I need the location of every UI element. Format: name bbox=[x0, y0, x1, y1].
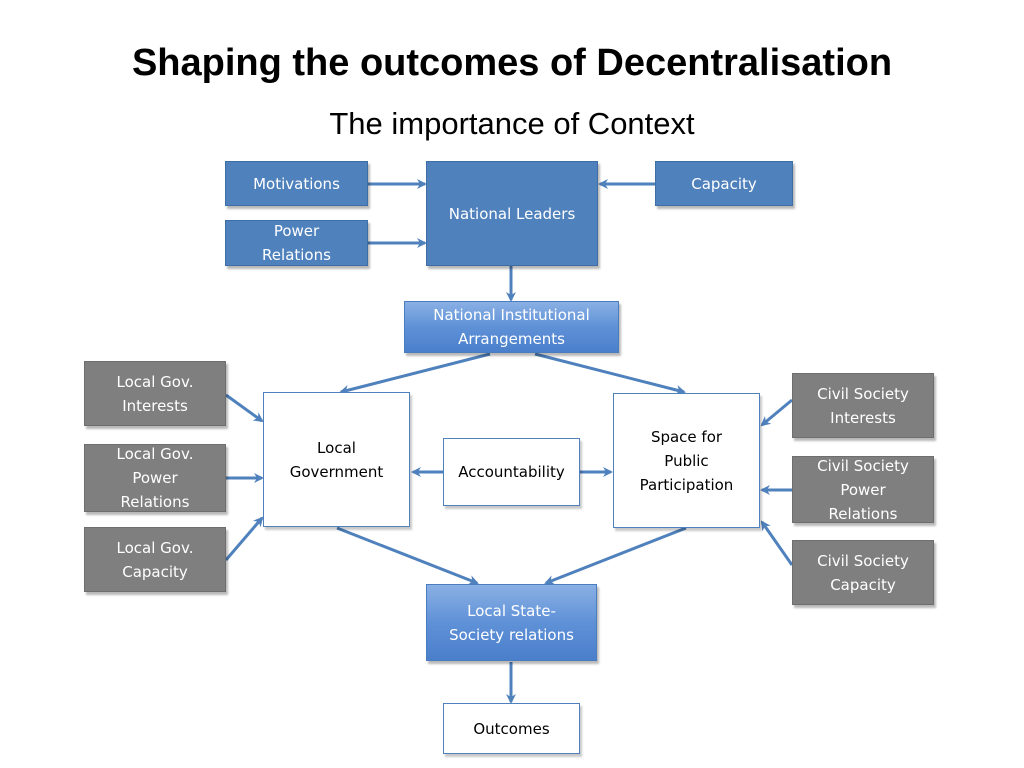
space-for-public-participation-box: Space for Public Participation bbox=[613, 393, 760, 528]
capacity-box: Capacity bbox=[655, 161, 793, 206]
arrow-local-government-to-state-society bbox=[336, 526, 479, 585]
national-institutional-arrangements-box: National Institutional Arrangements bbox=[404, 301, 619, 353]
arrow-cs-capacity-to-space bbox=[760, 520, 794, 566]
arrow-space-to-state-society bbox=[544, 526, 687, 585]
arrow-lg-interests-to-local-government bbox=[225, 393, 264, 423]
local-gov-power-relations-box: Local Gov. Power Relations bbox=[84, 444, 226, 512]
page-subtitle: The importance of Context bbox=[329, 106, 695, 141]
arrow-institutional-to-local-government bbox=[339, 352, 491, 395]
civil-society-capacity-box: Civil Society Capacity bbox=[792, 540, 934, 605]
arrow-lg-capacity-to-local-government bbox=[224, 516, 264, 561]
local-state-society-relations-box: Local State- Society relations bbox=[426, 584, 597, 661]
power-relations-box: Power Relations bbox=[225, 220, 368, 266]
motivations-box: Motivations bbox=[225, 161, 368, 206]
arrow-cs-interests-to-space bbox=[760, 398, 793, 427]
national-leaders-box: National Leaders bbox=[426, 161, 598, 266]
accountability-box: Accountability bbox=[443, 438, 580, 506]
local-gov-interests-box: Local Gov. Interests bbox=[84, 361, 226, 426]
civil-society-interests-box: Civil Society Interests bbox=[792, 373, 934, 438]
arrow-institutional-to-space bbox=[534, 352, 686, 395]
local-gov-capacity-box: Local Gov. Capacity bbox=[84, 527, 226, 592]
local-government-box: Local Government bbox=[263, 392, 410, 527]
outcomes-box: Outcomes bbox=[443, 703, 580, 754]
civil-society-power-relations-box: Civil Society Power Relations bbox=[792, 456, 934, 523]
page-title: Shaping the outcomes of Decentralisation bbox=[131, 42, 893, 84]
